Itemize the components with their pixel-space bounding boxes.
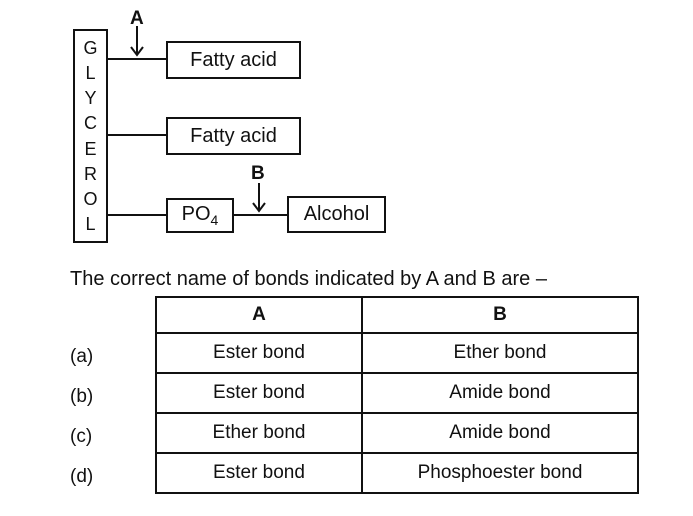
glycerol-letter: L (85, 62, 96, 83)
table-row: Ester bond Phosphoester bond (155, 452, 639, 494)
option-label: (d) (70, 466, 94, 487)
phosphate-label: PO4 (182, 203, 219, 228)
table-header-row: A B (155, 296, 639, 334)
option-label: (c) (70, 426, 93, 447)
fatty-acid-box-1: Fatty acid (166, 41, 301, 79)
cell-b: Ether bond (361, 332, 639, 374)
cell-a: Ester bond (155, 372, 363, 414)
arrow-a-icon (130, 26, 144, 57)
cell-b: Amide bond (361, 412, 639, 454)
arrow-b-icon (252, 183, 266, 213)
glycerol-letter: L (85, 214, 96, 235)
glycerol-letter: O (83, 189, 98, 210)
glycerol-letter: E (84, 138, 97, 159)
connector-line-b (234, 214, 287, 216)
fatty-acid-box-2: Fatty acid (166, 117, 301, 155)
alcohol-label: Alcohol (303, 203, 370, 225)
fatty-acid-label: Fatty acid (190, 48, 277, 71)
bond-diagram: G L Y C E R O L Fatty acid Fatty acid PO… (73, 8, 386, 243)
connector-line-po4 (108, 214, 166, 216)
option-labels: (a) (b) (c) (d) (70, 337, 93, 497)
cell-b: Phosphoester bond (361, 452, 639, 494)
table-row: Ether bond Amide bond (155, 412, 639, 454)
phosphate-box: PO4 (166, 198, 234, 233)
connector-line-fatty-acid-2 (108, 134, 166, 136)
column-header-b: B (361, 296, 639, 334)
cell-a: Ether bond (155, 412, 363, 454)
marker-b-label: B (251, 163, 265, 184)
option-label: (b) (70, 386, 94, 407)
glycerol-letter: R (84, 163, 97, 184)
glycerol-letter: Y (84, 88, 97, 109)
glycerol-letter: C (84, 113, 97, 134)
marker-a-label: A (130, 8, 144, 29)
glycerol-letter: G (83, 37, 98, 58)
phosphate-base-text: PO (181, 203, 211, 225)
cell-b: Amide bond (361, 372, 639, 414)
options-table: A B Ester bond Ether bond Ester bond Ami… (155, 296, 639, 494)
alcohol-box: Alcohol (287, 196, 386, 233)
column-header-a: A (155, 296, 363, 334)
table-row: Ester bond Amide bond (155, 372, 639, 414)
phosphate-subscript: 4 (210, 212, 219, 228)
table-row: Ester bond Ether bond (155, 332, 639, 374)
option-label: (a) (70, 346, 94, 367)
fatty-acid-label: Fatty acid (190, 124, 277, 147)
cell-a: Ester bond (155, 332, 363, 374)
connector-line-a (108, 58, 166, 60)
glycerol-box: G L Y C E R O L (73, 29, 108, 243)
question-text: The correct name of bonds indicated by A… (70, 268, 547, 290)
cell-a: Ester bond (155, 452, 363, 494)
